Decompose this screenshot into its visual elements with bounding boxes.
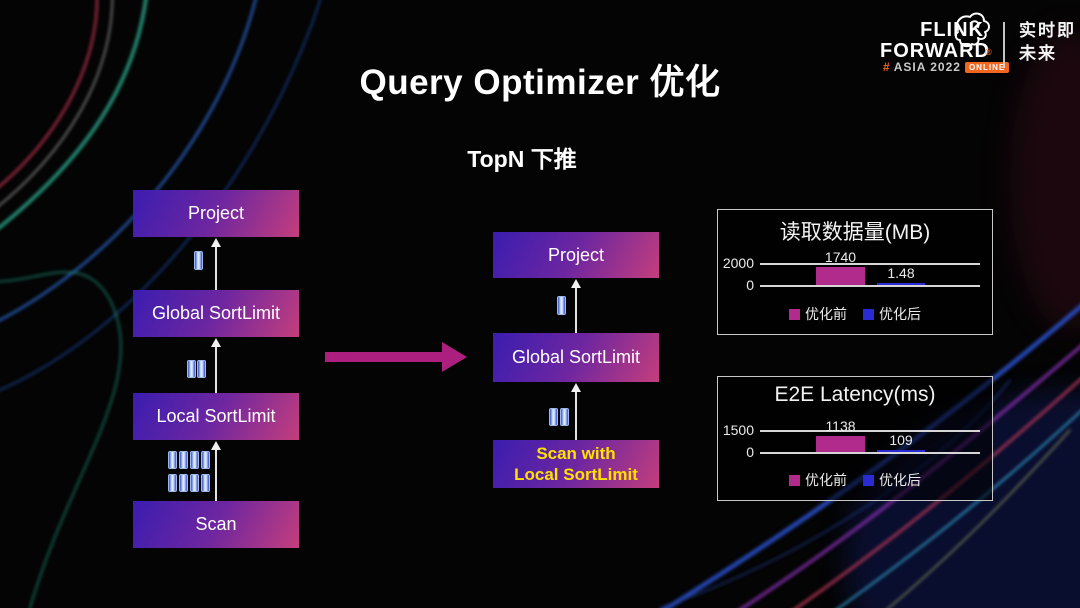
axis-baseline [760, 285, 980, 287]
page-title: Query Optimizer 优化 [359, 63, 721, 102]
tagline-row1: 实时即 [1019, 21, 1076, 40]
y-axis-tick-zero: 0 [746, 444, 754, 460]
squirrel-icon [954, 12, 990, 48]
bar-value-label: 1740 [824, 249, 857, 265]
bar-after [877, 450, 925, 452]
node-label: Project [187, 203, 245, 223]
y-axis-tick-zero: 0 [746, 277, 754, 293]
node-label: Scan [195, 514, 237, 534]
data-volume-bar-icon [179, 451, 188, 469]
bar-group-before: 1138 [816, 418, 865, 452]
legend-item-after: 优化后 [863, 470, 921, 490]
legend-swatch-before [789, 308, 800, 320]
plan-node-local-sortlimit-before: Local SortLimit [133, 393, 299, 440]
bar-group-after: 1.48 [877, 265, 925, 285]
page-subtitle: TopN 下推 [467, 146, 577, 172]
plot-area: 1138 109 [760, 377, 980, 453]
y-axis-tick-max: 2000 [722, 255, 754, 271]
node-label: Project [547, 244, 605, 265]
data-volume-bar-icon [187, 360, 196, 378]
brand-line2: FORWARD [880, 40, 990, 62]
legend-label: 优化后 [879, 472, 921, 488]
legend-swatch-after [863, 474, 874, 486]
legend-swatch-before [789, 474, 800, 486]
bar-group-after: 109 [877, 432, 925, 452]
data-volume-bar-icon [190, 474, 199, 492]
up-arrow-icon [210, 238, 222, 290]
chart-read-data-volume: 读取数据量(MB) 2000 0 1740 1.48 优化前 优化后 [717, 209, 993, 335]
y-axis-tick-max: 1500 [722, 422, 754, 438]
data-volume-bar-icon [557, 296, 566, 315]
legend-item-before: 优化前 [789, 470, 847, 490]
data-volume-bar-icon [197, 360, 206, 378]
chart-e2e-latency: E2E Latency(ms) 1500 0 1138 109 优化前 优化后 [717, 376, 993, 501]
data-volume-bar-icon [201, 474, 210, 492]
chart-title: 读取数据量(MB) [779, 221, 931, 244]
logo-divider [1003, 22, 1005, 68]
bar-value-label: 1.48 [887, 265, 915, 281]
up-arrow-icon [210, 338, 222, 393]
legend-item-before: 优化前 [789, 304, 847, 324]
data-volume-bar-icon [549, 408, 558, 426]
plot-area: 1740 1.48 [760, 210, 980, 286]
arrow-shaft [325, 352, 442, 362]
bar-group-before: 1740 [816, 249, 865, 285]
gridline-max [760, 263, 980, 265]
up-arrow-icon [570, 383, 582, 440]
plan-node-project-before: Project [133, 190, 299, 237]
plan-node-project-after: Project [493, 232, 659, 278]
node-label-line2: Local SortLimit [514, 465, 638, 484]
bar-value-label: 1138 [825, 418, 856, 434]
arrow-head [442, 342, 467, 372]
data-volume-bar-icon [179, 474, 188, 492]
node-label: Global SortLimit [151, 303, 281, 323]
data-volume-bar-icon [168, 474, 177, 492]
brand-line1: FLINK [920, 19, 984, 41]
event-name: ASIA 2022 [893, 60, 961, 74]
legend-item-after: 优化后 [863, 304, 921, 324]
node-label-line1: Scan with [536, 444, 616, 463]
plan-node-global-sortlimit-before: Global SortLimit [133, 290, 299, 337]
legend-label: 优化前 [805, 306, 847, 322]
chart-legend: 优化前 优化后 [718, 470, 992, 490]
legend-label: 优化前 [805, 472, 847, 488]
plan-node-scan-with-local-sortlimit: Scan with Local SortLimit [493, 440, 659, 488]
up-arrow-icon [570, 279, 582, 333]
up-arrow-icon [210, 441, 222, 501]
event-line: # ASIA 2022 ONLINE [883, 60, 1010, 74]
online-badge: ONLINE [964, 61, 1010, 73]
data-volume-bar-icon [560, 408, 569, 426]
flink-forward-logo: FLINK FORWARD [880, 19, 990, 62]
bar-value-label: 109 [889, 432, 913, 448]
transform-arrow-icon [325, 342, 467, 372]
plan-node-scan-before: Scan [133, 501, 299, 548]
data-volume-bar-icon [190, 451, 199, 469]
bar-after [877, 283, 925, 285]
node-label-highlighted: Scan with Local SortLimit [514, 443, 638, 485]
plan-node-global-sortlimit-after: Global SortLimit [493, 333, 659, 382]
registered-trademark: ® [985, 47, 992, 57]
legend-swatch-after [863, 308, 874, 320]
data-volume-bar-icon [194, 251, 203, 270]
legend-label: 优化后 [879, 306, 921, 322]
node-label: Local SortLimit [156, 406, 276, 426]
chart-legend: 优化前 优化后 [718, 304, 992, 324]
bar-before [816, 267, 865, 285]
data-volume-bar-icon [168, 451, 177, 469]
node-label: Global SortLimit [511, 347, 641, 367]
event-hash: # [883, 60, 890, 74]
bar-before [816, 436, 865, 452]
data-volume-bar-icon [201, 451, 210, 469]
